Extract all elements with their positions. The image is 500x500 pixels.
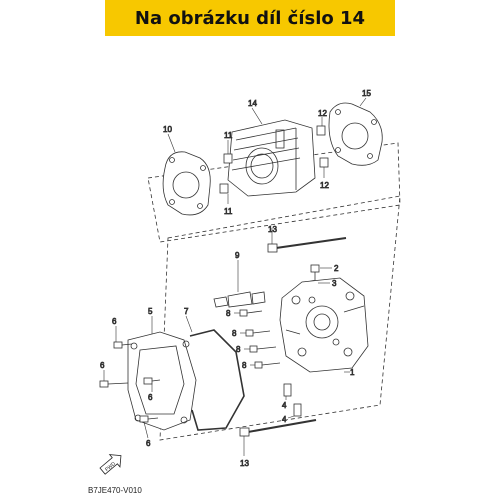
label-11-lower: 11 (224, 207, 233, 216)
title-banner: Na obrázku díl číslo 14 (105, 0, 395, 36)
part-2-bolt (310, 264, 320, 280)
label-6-c: 6 (148, 393, 153, 402)
label-2: 2 (334, 264, 339, 273)
label-4-b: 4 (282, 415, 287, 424)
part-10-gasket (162, 151, 211, 216)
part-12-dowel-lower (319, 157, 329, 168)
part-4-studs (283, 383, 302, 417)
label-6-b: 6 (100, 361, 105, 370)
part-1-cylinder-head (279, 277, 369, 373)
frame-cylinder (147, 142, 401, 243)
label-15: 15 (362, 89, 371, 98)
label-12-upper: 12 (318, 109, 327, 118)
part-9-spark-plug (213, 291, 266, 308)
label-9: 9 (235, 251, 240, 260)
part-12-dowel-upper (316, 125, 326, 136)
label-13-lower: 13 (240, 459, 249, 468)
label-4-a: 4 (282, 401, 287, 410)
label-8-c: 8 (236, 345, 241, 354)
part-6-bolts (99, 341, 161, 423)
label-8-a: 8 (226, 309, 231, 318)
label-6-d: 6 (146, 439, 151, 448)
label-8-b: 8 (232, 329, 237, 338)
diagram-code: B7JE470-V010 (88, 486, 142, 495)
label-3: 3 (332, 279, 337, 288)
label-8-d: 8 (242, 361, 247, 370)
label-12-lower: 12 (320, 181, 329, 190)
label-1: 1 (350, 368, 355, 377)
part-13-stud-upper (267, 237, 347, 253)
part-7-cover-gasket (189, 329, 245, 431)
exploded-parts-diagram: 10 14 15 11 11 12 12 13 13 2 3 1 9 5 7 6… (99, 89, 401, 475)
part-11-dowel-lower (219, 183, 229, 194)
label-14: 14 (248, 99, 257, 108)
label-5: 5 (148, 307, 153, 316)
part-11-dowel-upper (223, 153, 233, 164)
part-5-head-cover (127, 331, 197, 431)
label-10: 10 (163, 125, 172, 134)
part-13-stud-lower (239, 419, 317, 437)
label-11-upper: 11 (224, 131, 233, 140)
page-title: Na obrázku díl číslo 14 (134, 7, 366, 29)
leader-lines (103, 97, 367, 456)
label-6-a: 6 (112, 317, 117, 326)
fwd-arrow: FWD (99, 454, 122, 475)
label-13-upper: 13 (268, 225, 277, 234)
part-8-bolts (239, 309, 281, 369)
part-15-gasket (328, 102, 383, 166)
part-14-cylinder (227, 119, 316, 197)
label-7: 7 (184, 307, 189, 316)
